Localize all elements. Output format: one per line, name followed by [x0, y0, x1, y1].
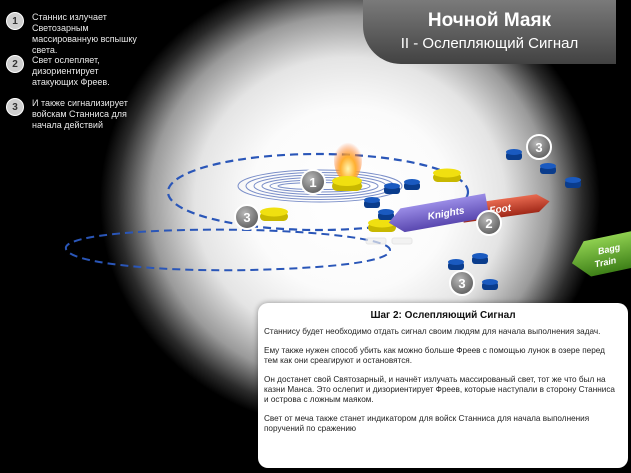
lake-outline-lower: [64, 228, 392, 272]
step-paragraph: Ему также нужен способ убить как можно б…: [264, 346, 605, 365]
svg-text:3: 3: [458, 276, 465, 291]
step-marker-3-upper: 3: [526, 134, 552, 160]
step-marker-3-left: 3: [234, 204, 260, 230]
ghost-tokens: [365, 237, 413, 245]
step-paragraph: Свет от меча также станет индикатором дл…: [264, 414, 590, 433]
knights-arrow: Knights: [388, 193, 490, 233]
baggage-train-arrow: Bagg Train: [571, 230, 631, 277]
legend-text: Станнис излучает Светозарным массированн…: [32, 12, 137, 55]
flame-icon: [334, 138, 362, 182]
legend-item-3: 3 И также сигнализирует войскам Станниса…: [6, 98, 142, 131]
step-marker-3-lower: 3: [449, 270, 475, 296]
yellow-tokens: [260, 168, 461, 232]
step-marker-2: 2: [476, 210, 502, 236]
step-paragraph: Он достанет свой Святозарный, и начнёт и…: [264, 375, 615, 404]
blue-tokens: [364, 149, 581, 290]
legend-item-2: 2 Свет ослепляет, дизориентирует атакующ…: [6, 55, 142, 88]
legend-item-1: 1 Станнис излучает Светозарным массирова…: [6, 12, 142, 56]
legend-text: Свет ослепляет, дизориентирует атакующих…: [32, 55, 110, 87]
page-subtitle: II - Ослепляющий Сигнал: [400, 35, 579, 52]
legend-text: И также сигнализирует войскам Станниса д…: [32, 98, 128, 130]
svg-text:3: 3: [243, 210, 250, 225]
legend-number-badge: 3: [6, 98, 24, 116]
lake-outline-upper: [166, 152, 470, 232]
title-banner: Ночной Маяк II - Ослепляющий Сигнал: [363, 0, 616, 64]
step-marker-1: 1: [300, 169, 326, 195]
step-body: Станнису будет необходимо отдать сигнал …: [264, 327, 620, 443]
step-description-panel: Шаг 2: Ослепляющий Сигнал Станнису будет…: [258, 303, 628, 468]
page-title: Ночной Маяк: [427, 10, 552, 31]
legend-number-badge: 1: [6, 12, 24, 30]
svg-text:2: 2: [485, 216, 492, 231]
svg-text:1: 1: [309, 175, 316, 190]
baggage-arrow-label-line2: Train: [594, 255, 618, 269]
legend-number-badge: 2: [6, 55, 24, 73]
baggage-arrow-label-line1: Bagg: [597, 242, 622, 257]
svg-text:3: 3: [535, 140, 542, 155]
step-title: Шаг 2: Ослепляющий Сигнал: [370, 310, 516, 321]
step-paragraph: Станнису будет необходимо отдать сигнал …: [264, 327, 601, 336]
